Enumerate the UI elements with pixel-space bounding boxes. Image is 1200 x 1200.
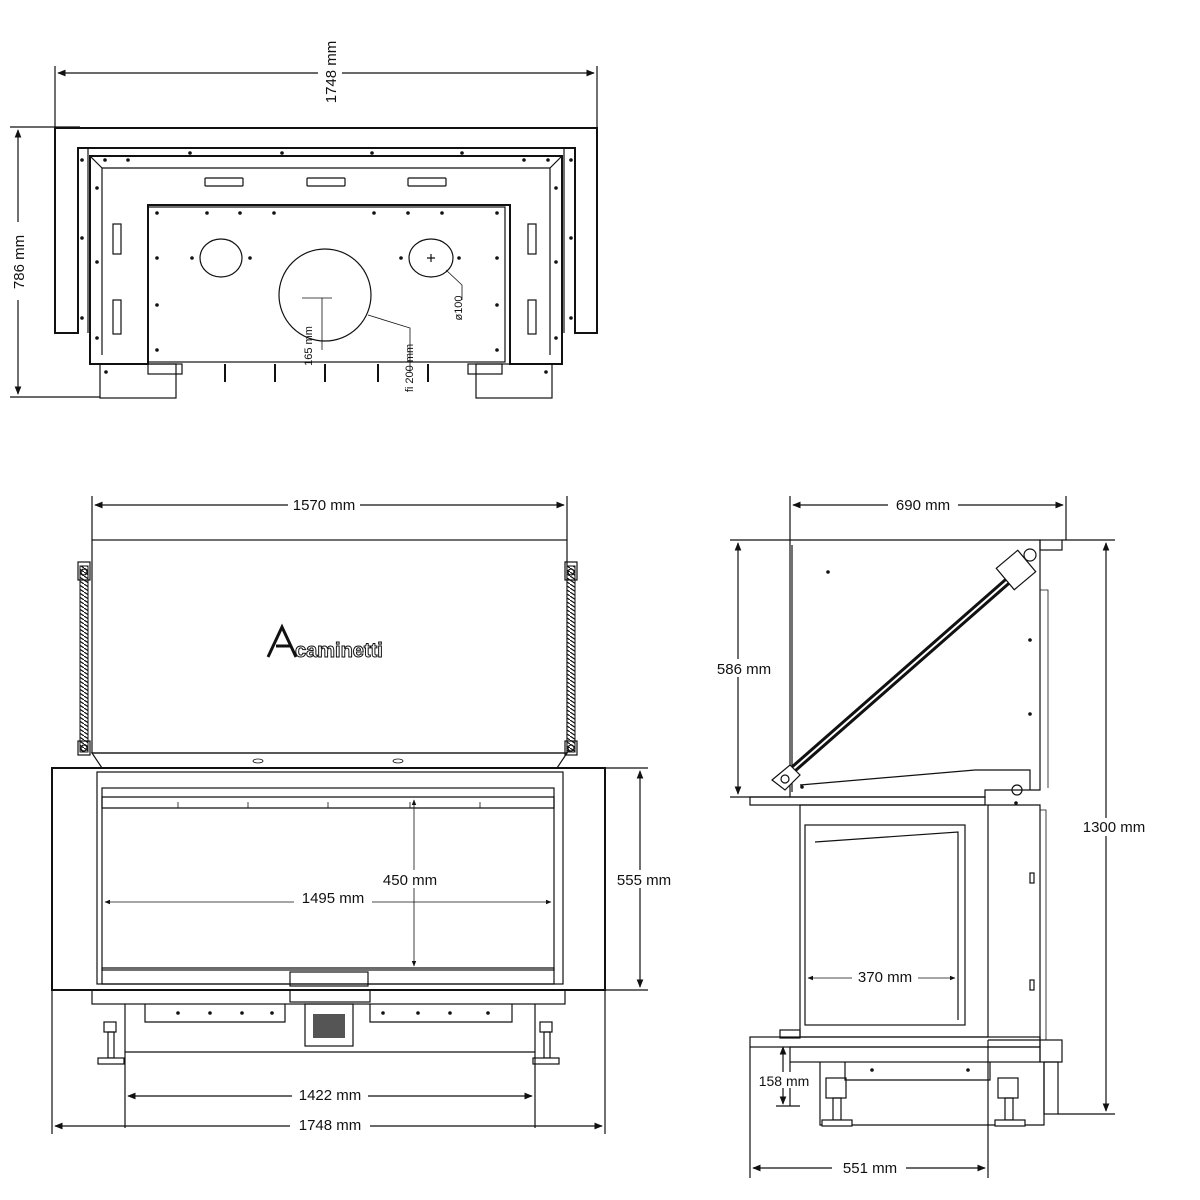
- side-view: 690 mm 586 mm 370 mm: [712, 495, 1154, 1178]
- base-depth-label: 551 mm: [843, 1160, 897, 1177]
- body-height-label: 555 mm: [617, 872, 671, 889]
- outer-frame: [54, 127, 598, 334]
- top-width-label: 1748 mm: [323, 41, 340, 104]
- opening-height-label: 450 mm: [383, 872, 437, 889]
- top-plate: [147, 206, 506, 363]
- feet-height-label: 158 mm: [759, 1073, 810, 1089]
- front-view: 1570 mm caminetti 450 mm 1495 mm: [51, 495, 676, 1134]
- brand-logo-text: caminetti: [295, 640, 383, 662]
- side-firebox: [799, 804, 989, 1038]
- offset-label: 165 mm: [303, 326, 315, 366]
- top-depth-label: 786 mm: [11, 235, 28, 289]
- aux-outlet-circle: [199, 238, 243, 278]
- firebox-depth-label: 370 mm: [858, 969, 912, 986]
- flue-outlet-circle: [278, 248, 372, 342]
- total-width-label: 1748 mm: [299, 1117, 362, 1134]
- firebox-body-top: [89, 155, 563, 365]
- side-feet: [821, 1077, 1026, 1127]
- flue-diameter-label: fi 200 mm: [404, 344, 416, 392]
- side-hood-box: [789, 539, 1041, 798]
- side-depth-label: 690 mm: [896, 497, 950, 514]
- front-frame: [51, 767, 606, 991]
- hood-width-label: 1570 mm: [293, 497, 356, 514]
- adjustable-feet: [97, 1021, 560, 1065]
- air-inlet-circle: [408, 238, 454, 278]
- top-view: 1748 mm 786 mm: [6, 30, 598, 399]
- hood-height-label: 586 mm: [717, 661, 771, 678]
- right-gas-spring: [566, 565, 576, 753]
- opening-width-label: 1495 mm: [302, 890, 365, 907]
- glass-door: [101, 787, 555, 971]
- feet-span-label: 1422 mm: [299, 1087, 362, 1104]
- total-height-label: 1300 mm: [1083, 819, 1146, 836]
- center-cross-icon: [427, 254, 435, 262]
- logo-mark-icon: [266, 623, 298, 658]
- rating-plate: [304, 1003, 354, 1047]
- left-gas-spring: [79, 565, 89, 753]
- screw-dots: [80, 151, 573, 374]
- air-inlet-label: ø100: [453, 295, 465, 320]
